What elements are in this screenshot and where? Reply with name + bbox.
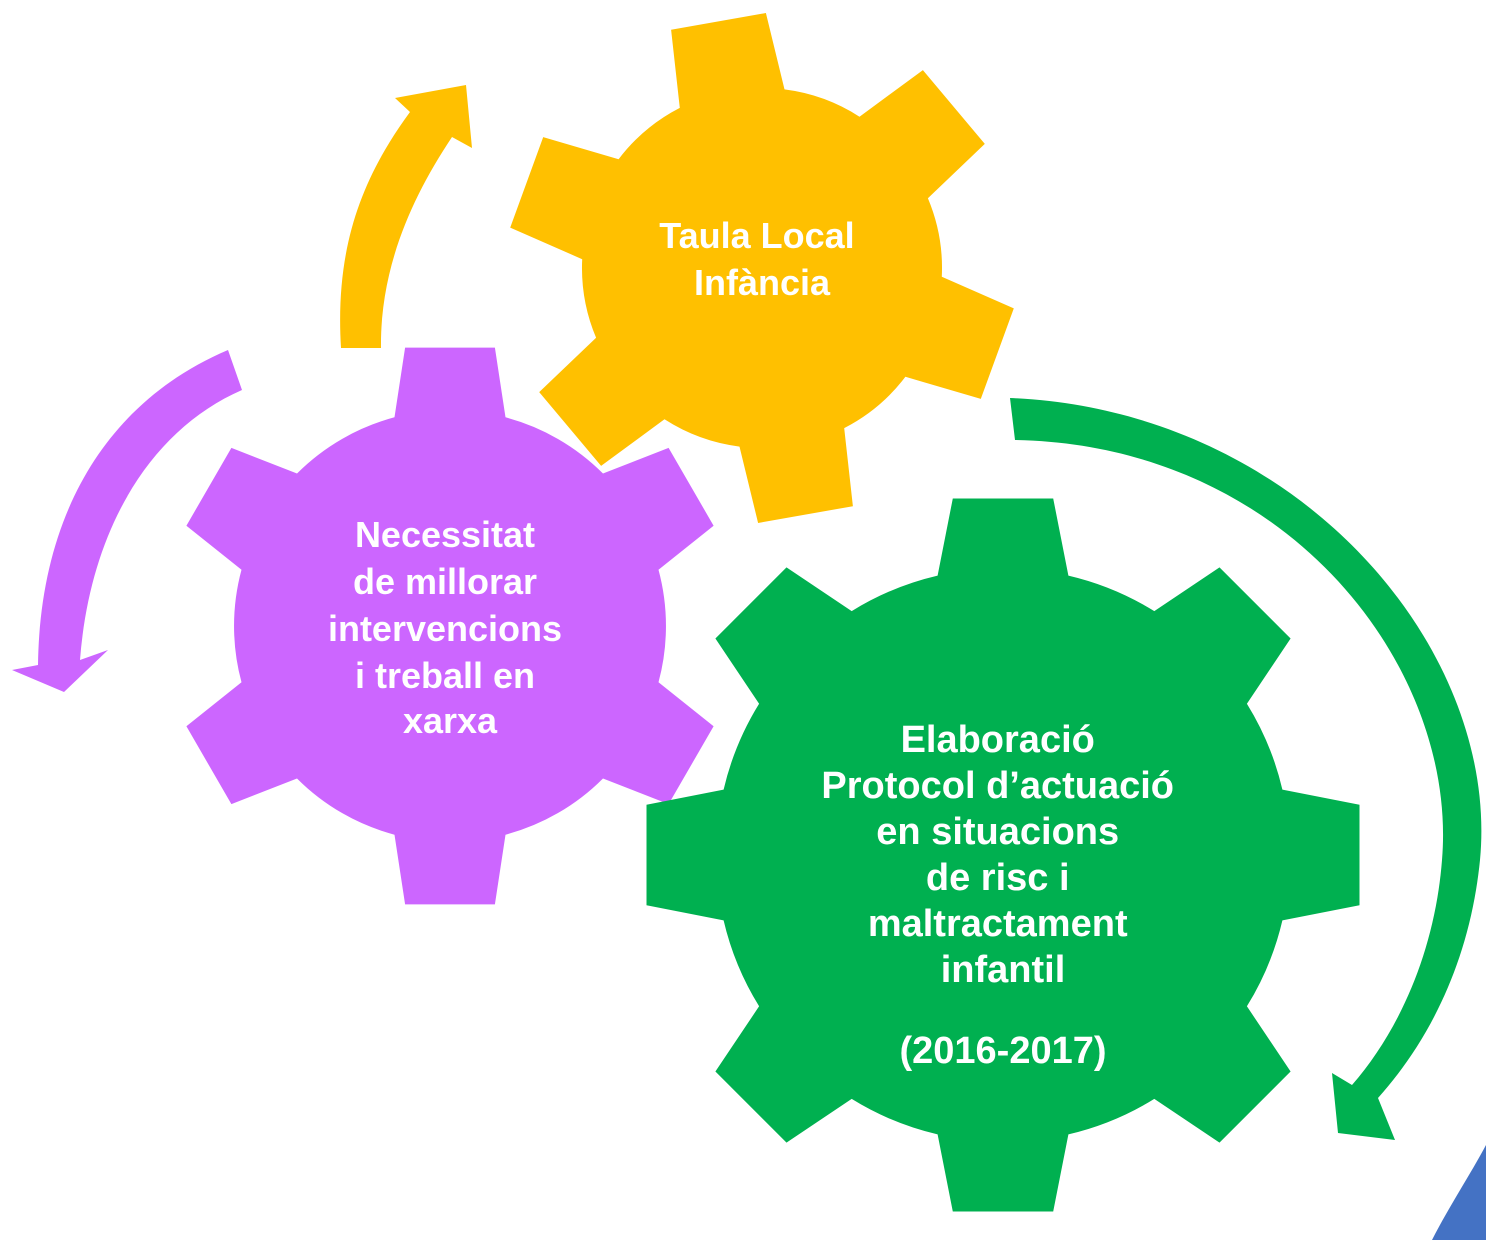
- purple-label-line-2: de millorar: [353, 561, 537, 602]
- green-label-line-5: maltractament: [868, 903, 1128, 945]
- gear-taula-local-infancia: [510, 13, 1014, 523]
- yellow-cycle-arrow: [340, 85, 472, 348]
- green-label-line-4: de risc i: [926, 857, 1070, 899]
- green-gear-label: Elaboració Protocol d’actuació en situac…: [821, 719, 1184, 991]
- green-label-line-6: infantil: [941, 949, 1066, 991]
- yellow-gear-label: Taula Local Infància: [659, 215, 864, 303]
- purple-gear-label: Necessitat de millorar intervencions i t…: [328, 514, 572, 741]
- green-gear-date-range: (2016-2017): [899, 1030, 1106, 1072]
- gear-elaboracio-protocol: [646, 498, 1360, 1212]
- green-label-line-3: en situacions: [876, 811, 1119, 853]
- corner-decoration-shape: [1432, 1145, 1486, 1240]
- yellow-gear-shape: [510, 13, 1014, 523]
- purple-label-line-5: xarxa: [403, 700, 498, 741]
- purple-cycle-arrow: [12, 350, 242, 692]
- purple-label-line-3: intervencions: [328, 608, 562, 649]
- green-label-line-1: Elaboració: [901, 719, 1095, 761]
- purple-gear-shape: [186, 347, 714, 905]
- green-gear-shape: [646, 498, 1360, 1212]
- green-label-line-2: Protocol d’actuació: [821, 765, 1174, 807]
- green-cycle-arrow: [1010, 398, 1482, 1140]
- purple-label-line-1: Necessitat: [355, 514, 535, 555]
- purple-label-line-4: i treball en: [355, 655, 535, 696]
- yellow-label-line-2: Infància: [694, 262, 831, 303]
- gear-necessitat-millorar: [186, 347, 714, 905]
- yellow-label-line-1: Taula Local: [659, 215, 854, 256]
